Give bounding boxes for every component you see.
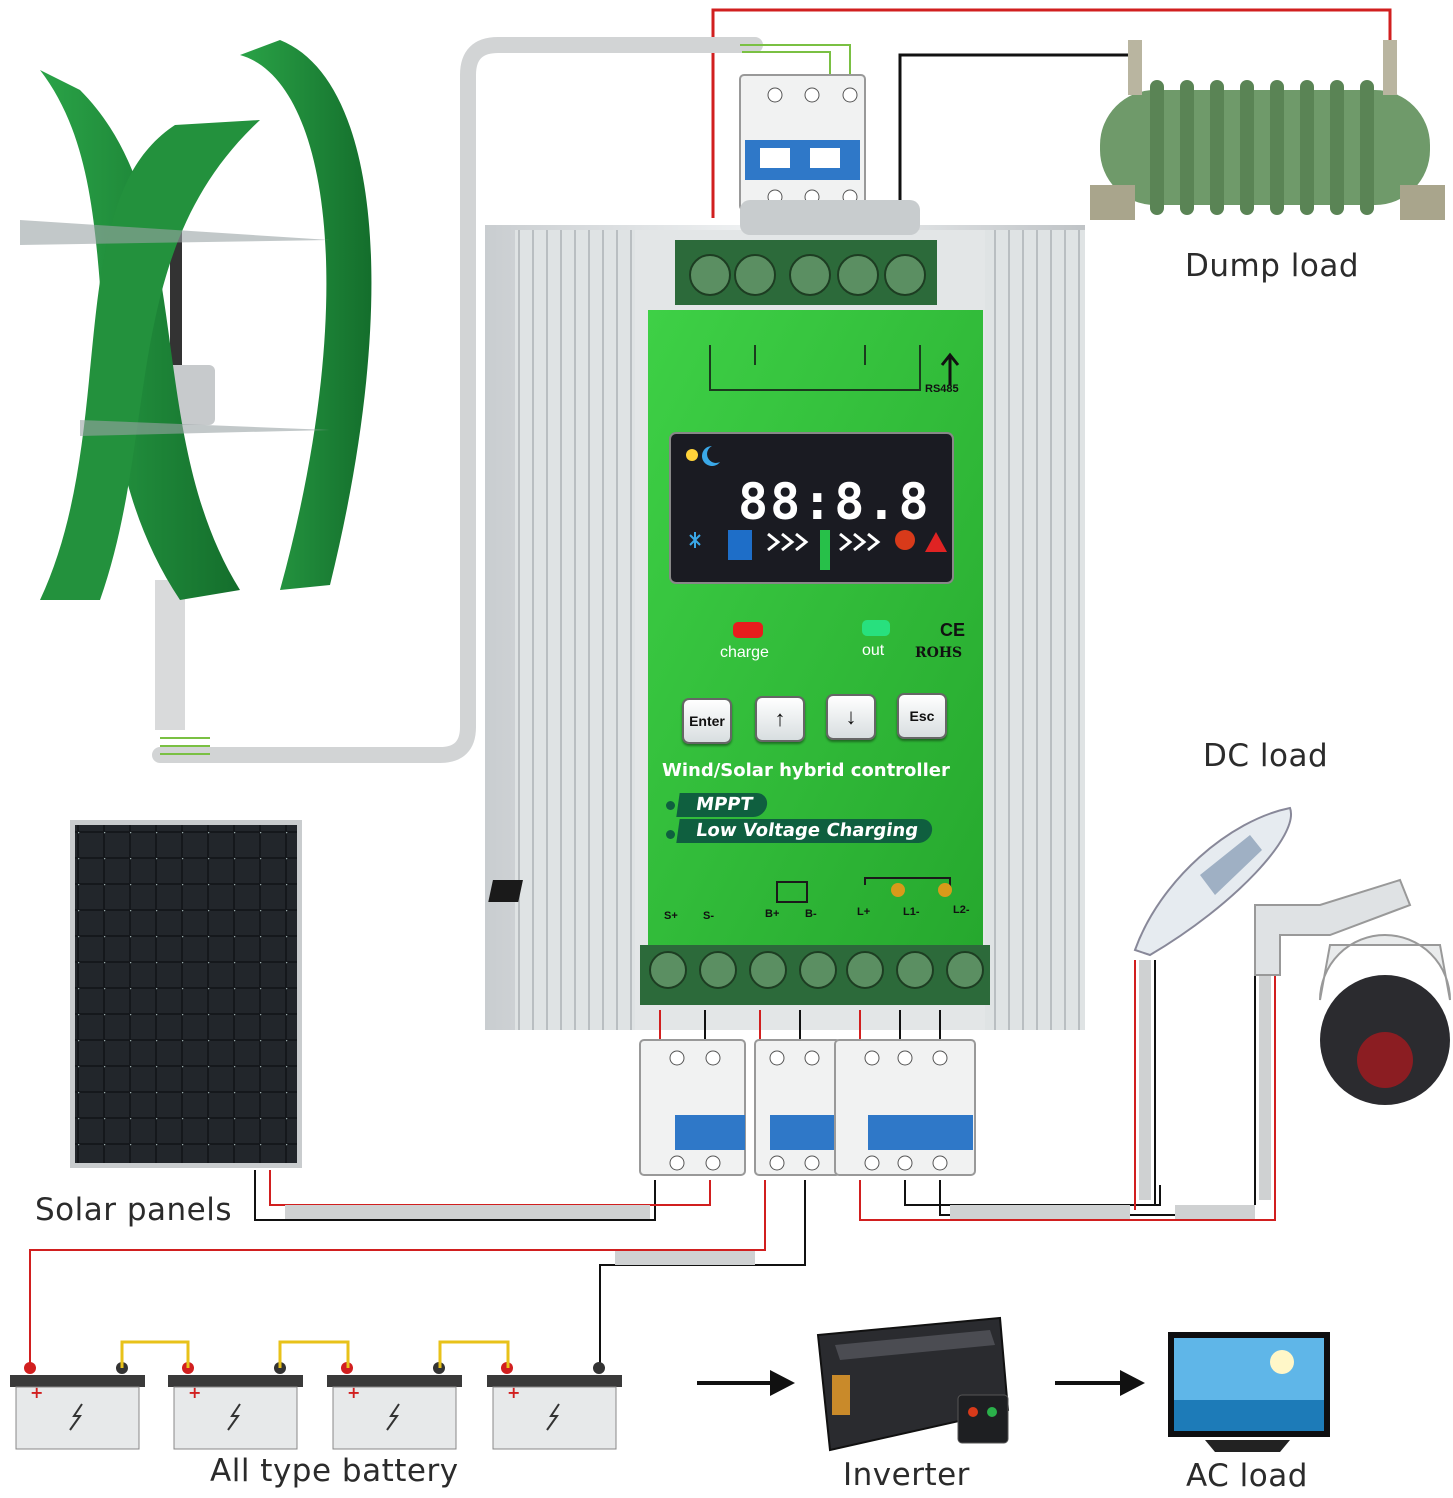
inverter-label: Inverter	[843, 1457, 970, 1493]
terminal-l2-minus: L2-	[953, 904, 970, 916]
terminal-b-plus: B+	[765, 908, 780, 920]
svg-text:+: +	[347, 1383, 360, 1402]
feature-bullet	[666, 830, 675, 839]
enter-button[interactable]: Enter	[682, 698, 732, 744]
inverter	[816, 1316, 1010, 1452]
street-light	[1133, 806, 1293, 957]
cable-turbine	[152, 37, 763, 763]
battery-bank: + + + +	[10, 1340, 622, 1450]
feature-bullet	[666, 801, 675, 810]
wind-turbine	[20, 40, 372, 755]
ce-mark: CE	[940, 620, 966, 640]
down-button[interactable]: ↓	[826, 694, 876, 740]
dump-load-resistor	[1090, 40, 1445, 220]
tv-monitor	[1168, 1332, 1330, 1452]
breaker-load	[834, 1039, 976, 1176]
svg-text:+: +	[30, 1383, 43, 1402]
rs485-label: RS485	[925, 383, 959, 395]
terminal-s-minus: S-	[703, 910, 714, 922]
breaker-solar	[639, 1039, 746, 1176]
solar-panels-label: Solar panels	[35, 1192, 233, 1228]
up-button[interactable]: ↑	[755, 696, 805, 742]
terminal-l-plus: L+	[857, 906, 871, 918]
lcd-digits: 88:8.8	[738, 473, 931, 531]
arrow-inverter-to-ac	[1055, 1370, 1145, 1396]
dc-load-label: DC load	[1203, 738, 1329, 774]
svg-text:+: +	[188, 1383, 201, 1402]
rohs-mark: ROHS	[915, 645, 963, 661]
arrow-battery-to-inverter	[697, 1370, 795, 1396]
solar-panel	[70, 820, 302, 1168]
terminal-b-minus: B-	[805, 908, 817, 920]
esc-button[interactable]: Esc	[897, 693, 947, 739]
breaker-battery	[754, 1039, 841, 1176]
wire-top-red	[711, 8, 1392, 218]
dome-camera	[1254, 878, 1451, 1105]
controller-title: Wind/Solar hybrid controller	[662, 760, 950, 781]
breaker-top	[739, 74, 866, 211]
dump-load-label: Dump load	[1185, 248, 1360, 284]
out-led-label: out	[862, 642, 885, 659]
terminal-s-plus: S+	[664, 910, 678, 922]
controller-body	[485, 200, 1085, 1030]
charge-led-label: charge	[720, 644, 769, 661]
ac-load-label: AC load	[1186, 1458, 1308, 1494]
svg-text:+: +	[507, 1383, 520, 1402]
terminal-l1-minus: L1-	[903, 906, 920, 918]
feature-low-voltage: Low Voltage Charging	[676, 819, 934, 843]
battery-label: All type battery	[210, 1453, 459, 1489]
feature-mppt: MPPT	[676, 793, 769, 817]
